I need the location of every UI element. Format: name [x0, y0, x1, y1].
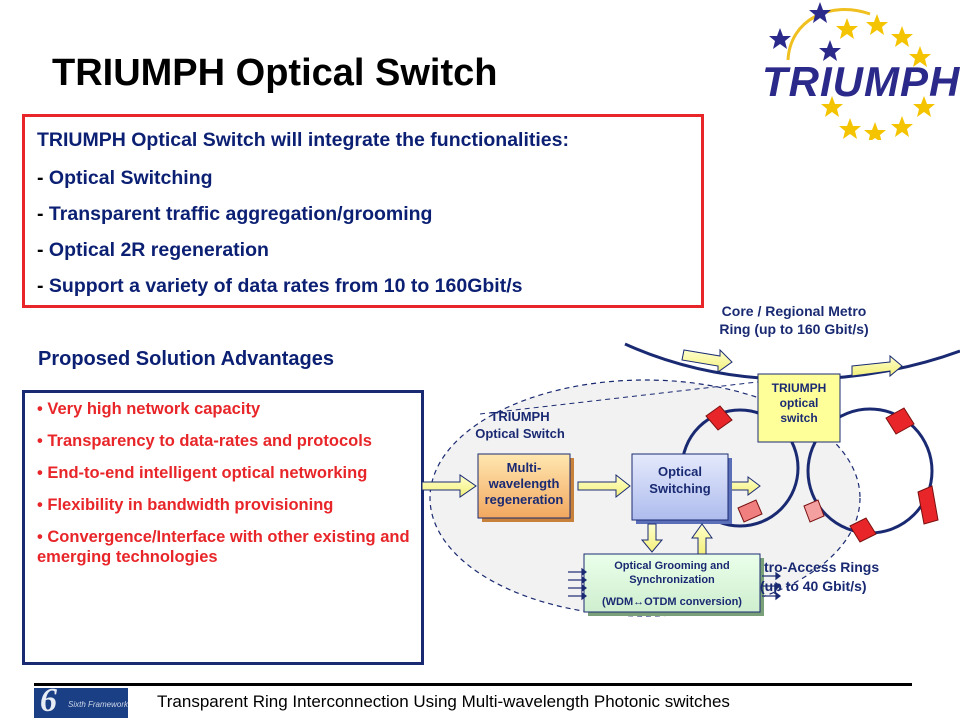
- switching-label-2: Switching: [649, 481, 710, 496]
- core-ring-label-2: Ring (up to 160 Gbit/s): [719, 321, 868, 337]
- functionality-item: - Optical Switching: [37, 167, 213, 189]
- list-item: • Transparency to data-rates and protoco…: [37, 432, 372, 450]
- bullet-icon: •: [37, 432, 43, 450]
- dash-bullet: -: [37, 275, 49, 297]
- grooming-io-arrows: [568, 567, 781, 601]
- access-ring-label-1: tro-Access Rings: [764, 559, 879, 575]
- zoom-guide-top: [479, 377, 793, 415]
- grooming-label-2: Synchronization: [629, 574, 715, 586]
- list-item: • End-to-end intelligent optical network…: [37, 464, 368, 482]
- switch-box-label-1: TRIUMPH: [772, 381, 827, 395]
- switch-box-label-3: switch: [780, 411, 817, 425]
- bullet-icon: •: [37, 400, 43, 418]
- switching-label-1: Optical: [658, 464, 702, 479]
- list-item: • Convergence/Interface with other exist…: [37, 528, 410, 566]
- grooming-box: [583, 553, 761, 613]
- bullet-icon: •: [37, 496, 43, 514]
- core-ring-label-1: Core / Regional Metro: [722, 303, 867, 319]
- dash-bullet: -: [37, 239, 49, 261]
- regen-box: [477, 453, 571, 519]
- core-arrow-right: [851, 354, 903, 378]
- access-ring-label-2: (up to 40 Gbit/s): [760, 578, 867, 594]
- bullet-icon: •: [37, 528, 43, 546]
- footer-text: Transparent Ring Interconnection Using M…: [157, 692, 730, 711]
- logo-wordmark: TRIUMPH: [762, 58, 960, 105]
- advantages-title: Proposed Solution Advantages: [38, 348, 334, 370]
- advantages-list: • Very high network capacity • Transpare…: [25, 393, 421, 567]
- zoom-label-1: TRIUMPH: [490, 409, 549, 424]
- bullet-icon: •: [37, 464, 43, 482]
- logo-navy-stars: [769, 2, 841, 61]
- regen-to-switch-arrow: [577, 473, 631, 499]
- regen-label-3: regeneration: [485, 492, 564, 507]
- access-nodes: [705, 405, 939, 543]
- switching-box: [631, 453, 729, 521]
- list-item: • Flexibility in bandwidth provisioning: [37, 496, 334, 514]
- advantages-box: • Very high network capacity • Transpare…: [22, 390, 424, 665]
- regen-label-2: wavelength: [488, 476, 560, 491]
- groom-to-switch-arrow: [691, 523, 713, 555]
- list-item: • Very high network capacity: [37, 400, 261, 418]
- triumph-switch-box: [757, 373, 841, 443]
- core-arrow-left: [681, 348, 733, 373]
- logo-stars: [821, 14, 935, 140]
- grooming-label-1: Optical Grooming and: [614, 560, 730, 572]
- functionality-item: - Support a variety of data rates from 1…: [37, 275, 523, 297]
- grooming-label-3: (WDM↔OTDM conversion): [602, 596, 742, 608]
- page-title: TRIUMPH Optical Switch: [52, 52, 498, 94]
- functionalities-box: TRIUMPH Optical Switch will integrate th…: [22, 114, 704, 308]
- switch-to-groom-arrow: [640, 523, 664, 553]
- footer-divider: [34, 683, 912, 686]
- input-arrow: [421, 474, 477, 498]
- switch-box-label-2: optical: [780, 396, 819, 410]
- triumph-logo: [769, 2, 935, 140]
- zoom-label-2: Optical Switch: [475, 426, 565, 441]
- output-arrow: [729, 476, 761, 496]
- functionality-item: - Optical 2R regeneration: [37, 239, 269, 261]
- functionality-item: - Transparent traffic aggregation/groomi…: [37, 203, 433, 225]
- dash-bullet: -: [37, 167, 49, 189]
- framework-programme-logo: 6 Sixth Framework Programme: [34, 688, 128, 718]
- network-diagram: TRIUMPH optical switch Core / Regional M…: [421, 303, 960, 617]
- regen-label-1: Multi-: [507, 460, 542, 475]
- dash-bullet: -: [37, 203, 49, 225]
- functionalities-heading: TRIUMPH Optical Switch will integrate th…: [37, 129, 569, 151]
